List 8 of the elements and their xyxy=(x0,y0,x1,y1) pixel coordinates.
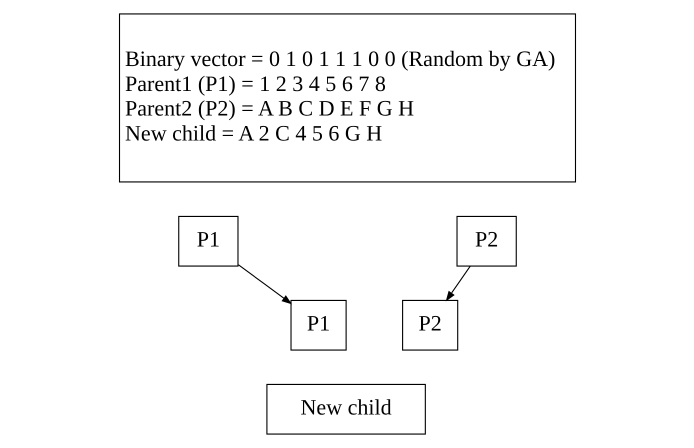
arrow xyxy=(238,264,292,304)
node-box: P1 xyxy=(290,300,346,351)
node-box: New child xyxy=(266,384,426,435)
arrow xyxy=(445,266,470,302)
node-box: P2 xyxy=(402,300,458,351)
node-box: Binary vector = 0 1 0 1 1 1 0 0 (Random by GA) Parent1 (P1) = 1 2 3 4 5 6 7 8 Parent2 (P2) = A B C D E F G H New child = A 2 C 4 5 6 G H xyxy=(118,13,576,183)
node-box: P2 xyxy=(456,216,516,267)
node-box: P1 xyxy=(178,216,238,267)
